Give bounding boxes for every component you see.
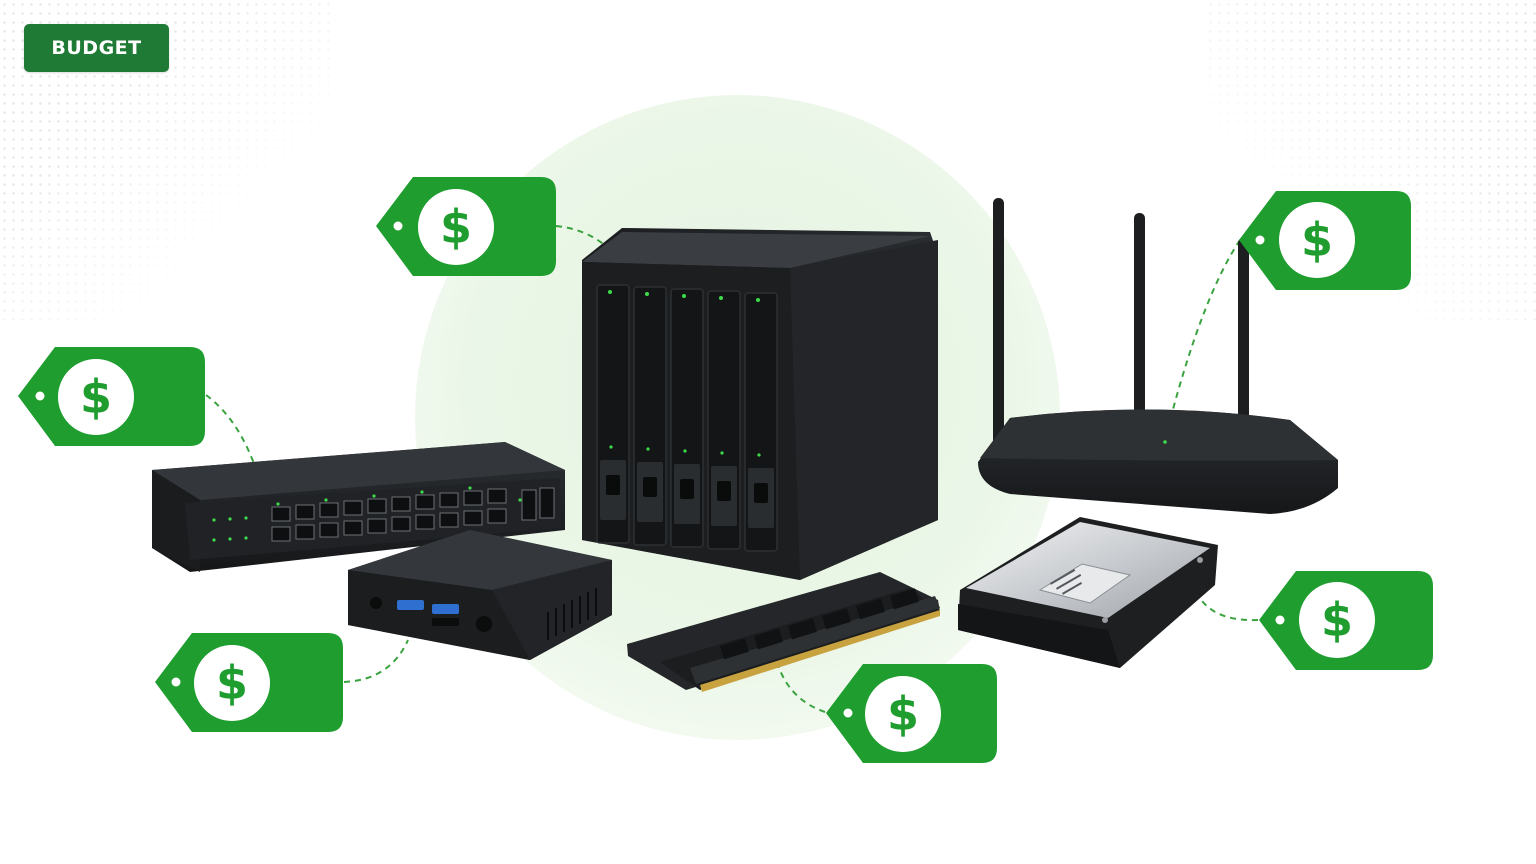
nas-enclosure	[582, 228, 938, 580]
price-tag-mini-pc: $	[155, 633, 343, 732]
wifi-router	[978, 198, 1338, 514]
tag-symbol: $	[80, 370, 112, 424]
hard-drive	[958, 517, 1218, 668]
price-tag-ram: $	[826, 664, 997, 763]
tag-symbol: $	[1301, 213, 1333, 267]
dollar-icon	[194, 645, 270, 721]
dollar-icon	[865, 676, 941, 752]
price-tag-router: $	[1239, 191, 1411, 290]
mini-pc	[348, 530, 612, 660]
tag-symbol: $	[1321, 593, 1353, 647]
price-tag-hard-drive: $	[1259, 571, 1433, 670]
tag-symbol: $	[887, 687, 919, 741]
network-switch	[152, 442, 565, 572]
dollar-icon	[58, 359, 134, 435]
dollar-icon	[1299, 582, 1375, 658]
ram-modules	[627, 572, 940, 692]
dollar-icon	[418, 189, 494, 265]
tag-symbol: $	[216, 656, 248, 710]
budget-badge: BUDGET	[24, 24, 169, 72]
price-tag-switch: $	[18, 347, 205, 446]
price-tag-nas: $	[376, 177, 556, 276]
dollar-icon	[1279, 202, 1355, 278]
tag-symbol: $	[440, 200, 472, 254]
